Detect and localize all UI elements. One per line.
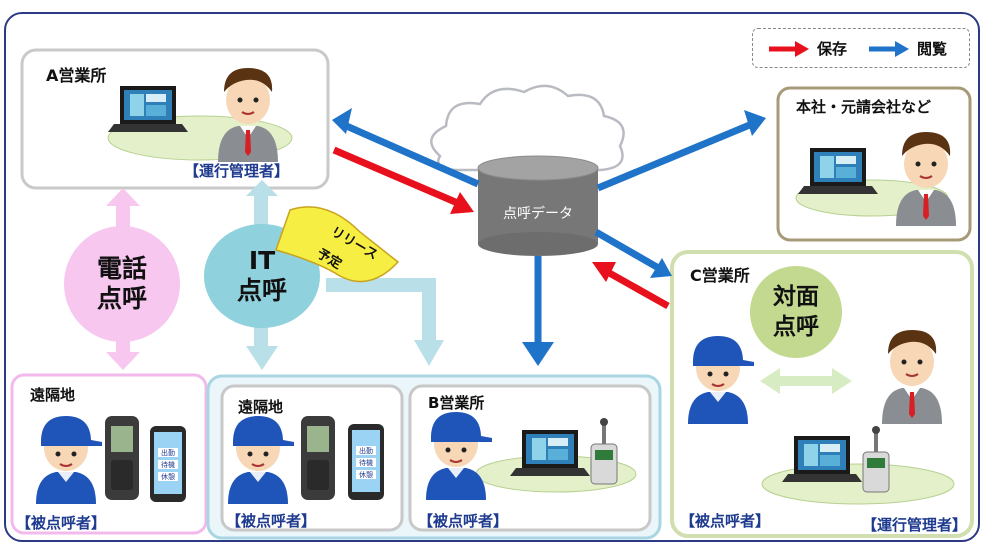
outer-frame	[4, 12, 980, 542]
legend: 保存 閲覧	[752, 28, 970, 68]
svg-text:待機: 待機	[359, 458, 373, 467]
it-call-line2: 点呼	[236, 276, 287, 305]
svg-text:出勤: 出勤	[161, 448, 175, 457]
svg-text:休憩: 休憩	[161, 472, 175, 481]
office-b-laptop	[510, 430, 590, 476]
office-c-role-left: 【被点呼者】	[680, 512, 771, 530]
save-arrows	[332, 146, 670, 310]
phone-call-bubble	[64, 226, 180, 342]
office-hq-name: 本社・元請会社など	[796, 98, 932, 116]
view-arrows	[340, 120, 754, 344]
svg-text:休憩: 休憩	[359, 470, 373, 479]
office-a-role: 【運行管理者】	[184, 162, 290, 180]
face-double-arrow	[760, 368, 852, 394]
office-a-name: A営業所	[46, 66, 107, 85]
face-call-line1: 対面	[773, 284, 819, 310]
face-call-label: 対面 点呼	[756, 282, 836, 342]
remote-1-breathalyzer	[105, 416, 139, 500]
office-c-name: C営業所	[690, 266, 750, 285]
office-a-laptop	[108, 86, 188, 132]
release-tag	[275, 206, 400, 283]
save-arrow-icon	[795, 41, 809, 57]
svg-text:出勤: 出勤	[359, 446, 373, 455]
phone-call-line2: 点呼	[96, 284, 147, 313]
svg-text:待機: 待機	[161, 460, 175, 469]
remote-2-role: 【被点呼者】	[226, 512, 317, 530]
office-c-box	[670, 250, 974, 538]
legend-save-label: 保存	[817, 40, 848, 58]
office-c-laptop	[782, 436, 862, 482]
office-b-name: B営業所	[428, 394, 485, 412]
it-call-line1: IT	[248, 246, 276, 275]
remote-2-breathalyzer	[301, 416, 335, 500]
view-arrow-icon	[895, 41, 909, 57]
database-body	[478, 168, 598, 244]
remote-1-name: 遠隔地	[30, 386, 76, 404]
it-connector-b	[326, 278, 436, 344]
remote-2-name: 遠隔地	[238, 398, 284, 416]
face-call-line2: 点呼	[773, 314, 819, 340]
office-b-role: 【被点呼者】	[418, 512, 509, 530]
legend-view-label: 閲覧	[917, 40, 948, 58]
remote-1-role: 【被点呼者】	[16, 514, 107, 532]
it-call-label: IT 点呼	[222, 246, 302, 306]
office-c-role-right: 【運行管理者】	[862, 516, 968, 534]
legend-icons	[769, 41, 909, 57]
it-connector-up	[254, 188, 268, 236]
phone-call-label: 電話 点呼	[82, 254, 162, 314]
phone-call-line1: 電話	[96, 254, 147, 283]
hq-laptop	[798, 148, 878, 194]
face-call-bubble	[750, 266, 842, 358]
cloud	[430, 84, 625, 172]
database-label: 点呼データ	[503, 205, 573, 222]
